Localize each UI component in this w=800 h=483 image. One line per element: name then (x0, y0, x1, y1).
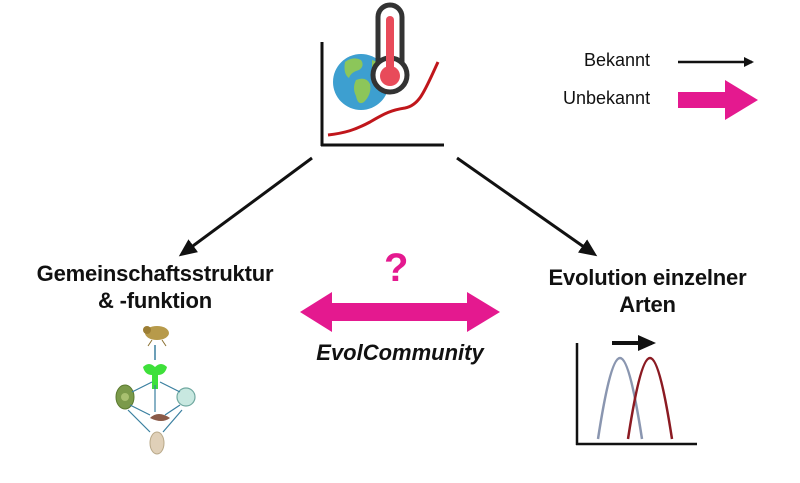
right-node-line1: Evolution einzelner (548, 265, 747, 290)
bidirectional-unknown-arrow (300, 292, 500, 332)
legend-unknown-arrow (678, 80, 758, 120)
legend-unknown-label: Unbekannt (563, 88, 651, 108)
legend-known-label: Bekannt (584, 50, 651, 70)
thermometer-icon (370, 2, 410, 95)
arrow-top-to-right (456, 156, 598, 257)
right-node-label: Evolution einzelner Arten (505, 264, 790, 318)
food-web-icon (115, 326, 196, 455)
question-mark: ? (384, 246, 409, 290)
right-node-line2: Arten (619, 292, 676, 317)
left-node-line1: Gemeinschaftsstruktur (36, 261, 274, 286)
left-node-line2: & -funktion (98, 288, 212, 313)
temperature-curve (327, 61, 440, 137)
arrow-top-to-left (178, 156, 313, 257)
trait-shift-curves-icon (575, 335, 697, 446)
climate-warming-chart-icon (320, 2, 444, 147)
left-node-label: Gemeinschaftsstruktur & -funktion (5, 260, 305, 314)
project-name: EvolCommunity (316, 340, 484, 365)
